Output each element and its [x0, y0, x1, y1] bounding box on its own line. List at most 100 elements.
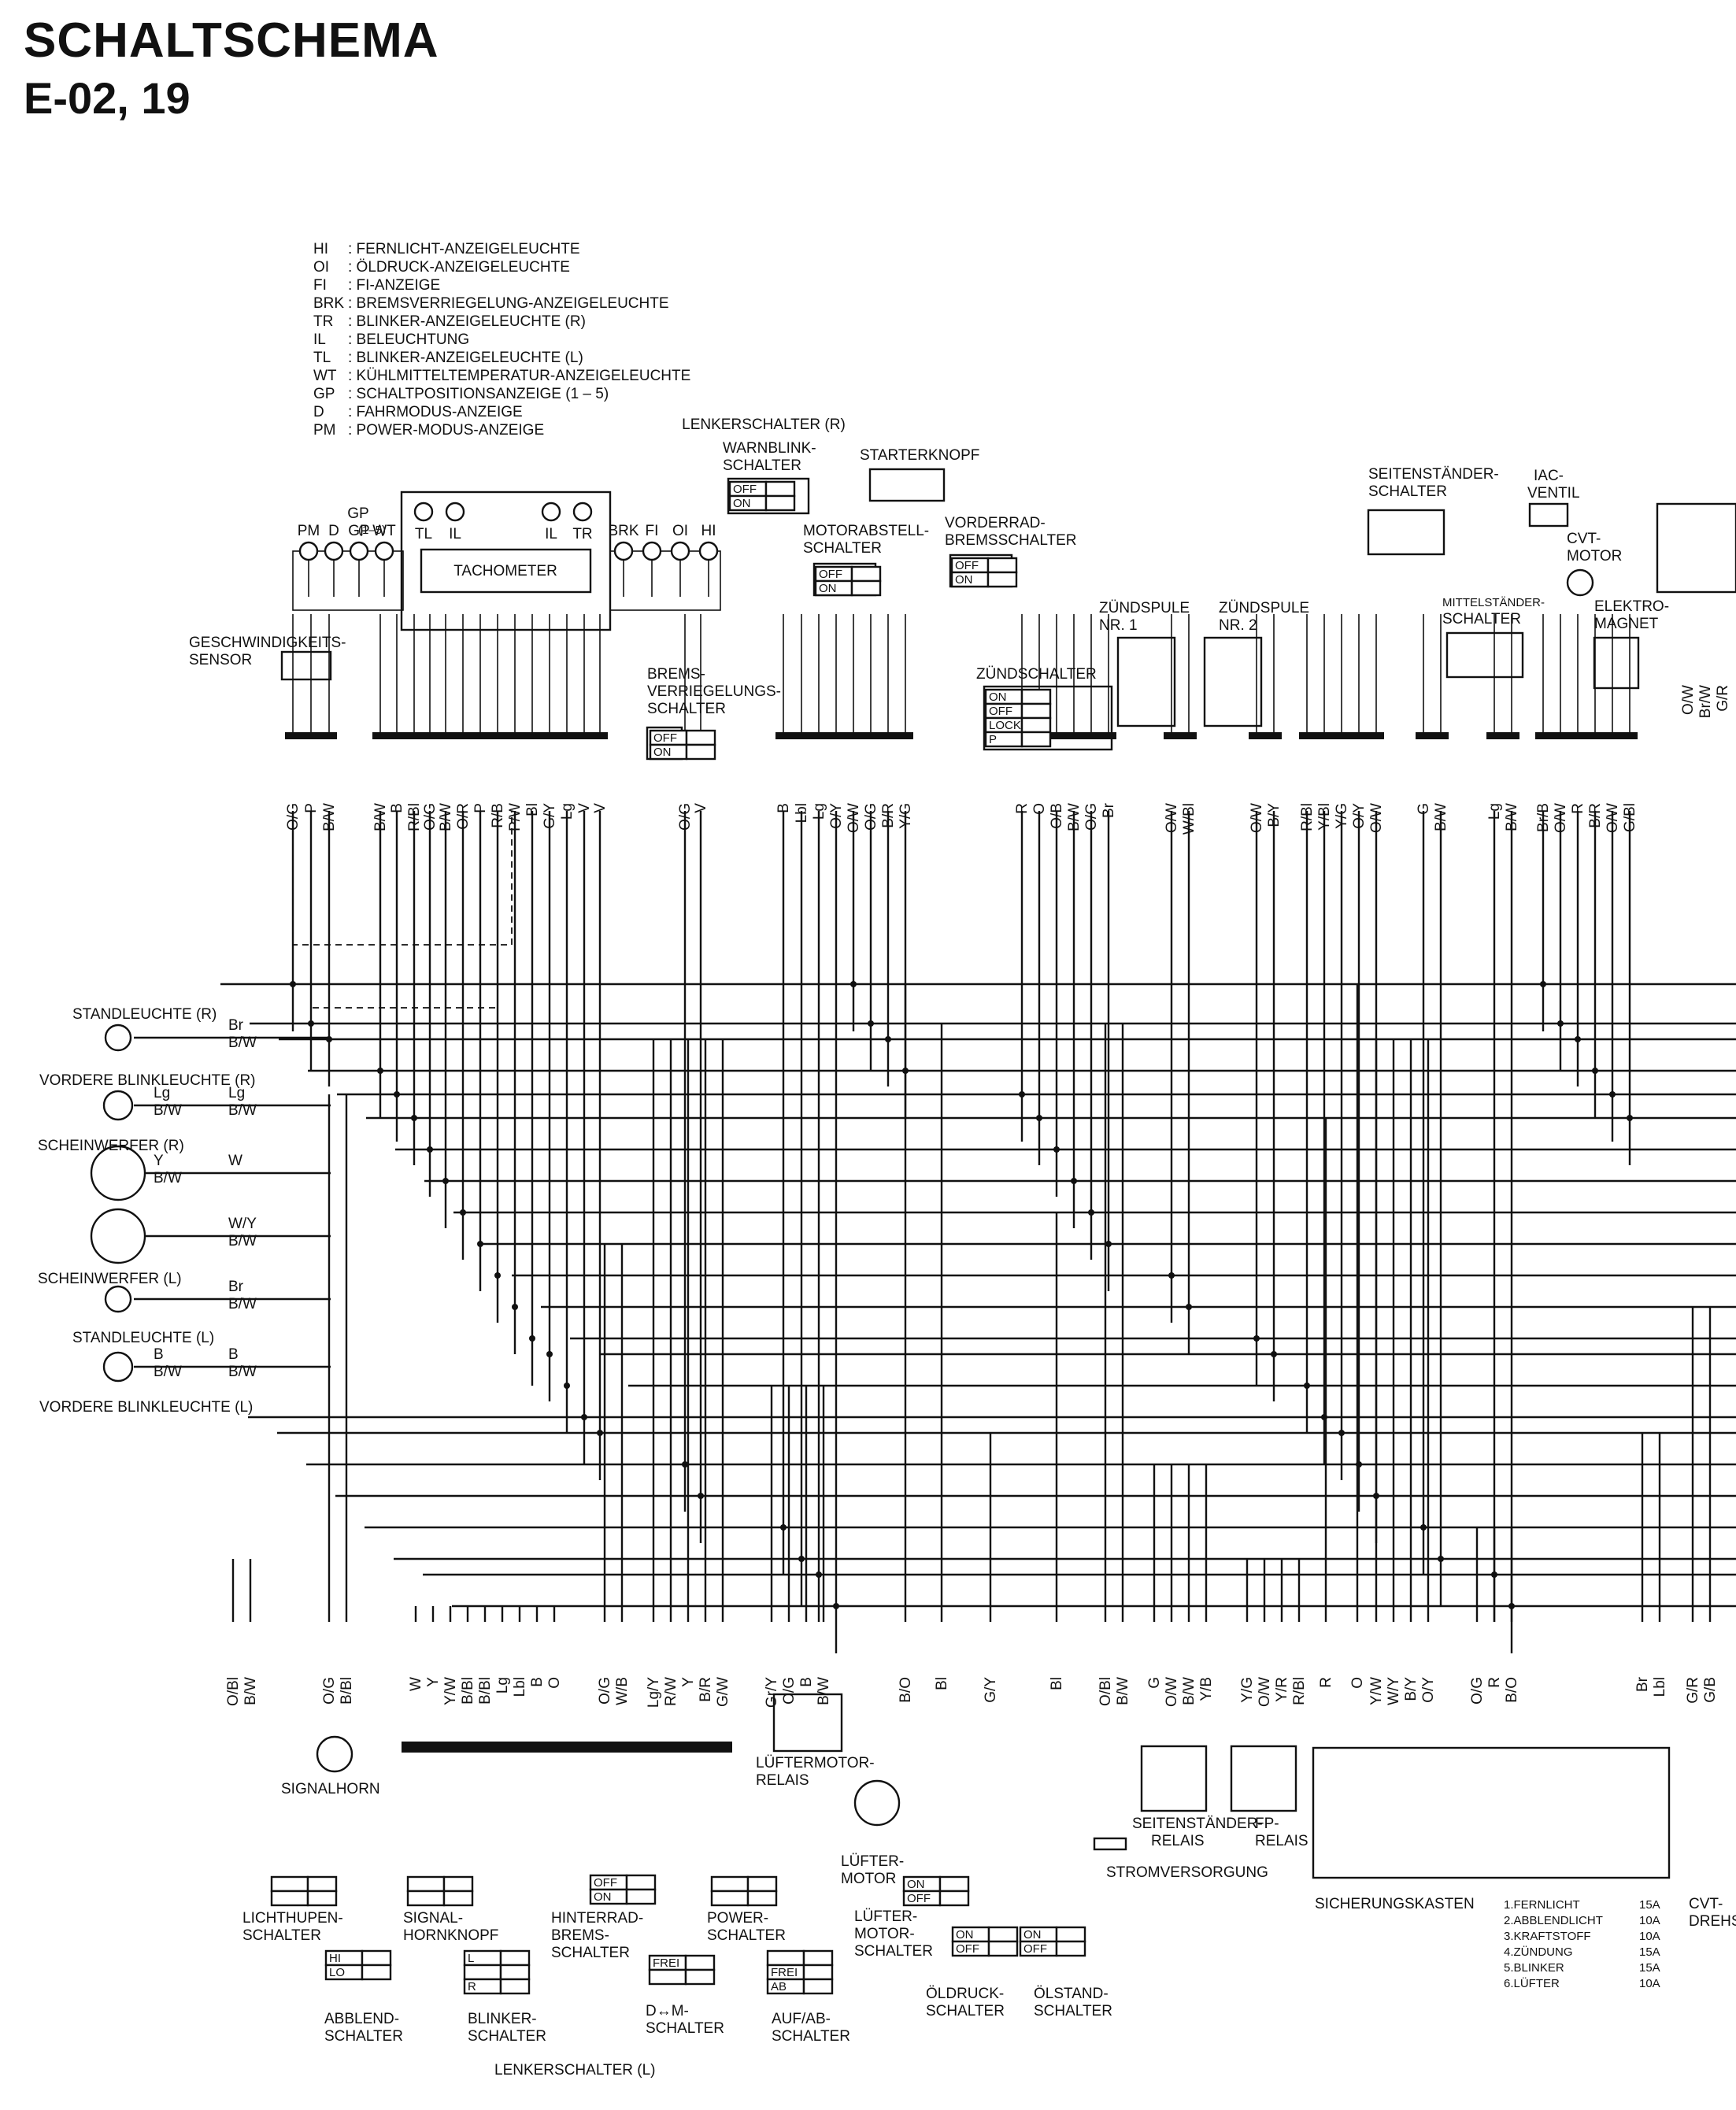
legend-text: : BLINKER-ANZEIGELEUCHTE (R)	[348, 313, 586, 330]
gauge-d	[324, 541, 344, 561]
top-wire-label: B/W	[321, 803, 338, 831]
ignition-table-cell-label: ON	[989, 690, 1007, 704]
ignition-coil-2-box	[1203, 636, 1263, 727]
top-connector-bar	[372, 732, 608, 739]
lamp-blink-vr	[102, 1090, 134, 1121]
bottom-wire-label: O/W	[1257, 1677, 1273, 1707]
tachometer-box	[420, 548, 592, 594]
label-cvt: CVT-	[1567, 531, 1601, 547]
dimmer-table-cell-label: LO	[329, 1966, 345, 1979]
gauge-top-label: TR	[572, 526, 592, 542]
junction-dot	[1438, 1556, 1444, 1562]
bottom-wire-label: B/O	[898, 1677, 914, 1703]
junction-dot	[1186, 1304, 1192, 1310]
bottom-wire-label: O	[1349, 1677, 1366, 1689]
ignition-table-cell-label: OFF	[989, 705, 1012, 718]
gp-range-label: (1–5)	[358, 524, 386, 537]
fan-switch-table-contact	[938, 1890, 970, 1907]
top-wire-label: O/G	[677, 803, 694, 831]
bottom-wire-label: O/G	[597, 1677, 613, 1705]
label-lueftersch: LÜFTER-	[854, 1908, 917, 1925]
fuse-amp: 15A	[1639, 1961, 1660, 1975]
label-signalhorn: SIGNALHORN	[281, 1781, 380, 1797]
junction-dot	[290, 981, 296, 987]
label-layer: LENKERSCHALTER (R)WARNBLINK-SCHALTERSTAR…	[38, 416, 1736, 2079]
left-handlebar-connector	[402, 1742, 732, 1753]
junction-dot	[1420, 1524, 1427, 1531]
top-wire-label: O/B	[1049, 803, 1065, 829]
tachometer-label: TACHOMETER	[453, 563, 557, 579]
fan-motor-symbol	[853, 1779, 901, 1827]
bottom-wire-label: B	[529, 1677, 546, 1687]
label-schein_r: SCHEINWERFER (R)	[38, 1138, 184, 1154]
junction-dot	[512, 1304, 518, 1310]
lamp-wire-label: W	[228, 1153, 242, 1169]
fan-relay-box	[772, 1693, 843, 1753]
top-connector-bar	[285, 732, 337, 739]
rear-brake-table-cell-label: OFF	[594, 1876, 617, 1890]
legend-text: : FERNLICHT-ANZEIGELEUCHTE	[348, 241, 580, 257]
passing-table-contact	[306, 1890, 338, 1907]
label-abblend2: SCHALTER	[324, 2028, 403, 2045]
iac-valve-box	[1528, 502, 1569, 528]
top-wire-label: Lbl	[794, 803, 810, 823]
ignition-table-cell-label: P	[989, 733, 997, 746]
top-wire-label: Br/B	[1535, 803, 1552, 832]
right-edge-label: Br/W	[1697, 685, 1714, 718]
fuse-box	[1312, 1746, 1671, 1879]
label-motorabstell2: SCHALTER	[803, 540, 882, 557]
warnblink-table-contact	[764, 494, 796, 512]
junction-dot	[394, 1091, 400, 1098]
bottom-wire-label: W/Y	[1386, 1677, 1402, 1705]
legend-text: : BREMSVERRIEGELUNG-ANZEIGELEUCHTE	[348, 295, 669, 312]
junction-dot	[581, 1414, 587, 1420]
top-wire-label: B/R	[880, 803, 897, 828]
label-bremsverr3: SCHALTER	[647, 701, 726, 717]
lamp-wire-label: Br	[228, 1279, 244, 1295]
turn-table-contact	[499, 1949, 531, 1967]
top-wire-label: O/W	[1553, 803, 1569, 833]
label-signalhk: SIGNAL-	[403, 1910, 463, 1927]
gauge-hi	[698, 541, 719, 561]
label-abblend: ABBLEND-	[324, 2011, 399, 2027]
lamp-wire-label: Lg	[228, 1085, 245, 1101]
top-wire-label: O/W	[1164, 803, 1180, 833]
brake-lock-table-cell-label: ON	[653, 746, 672, 759]
junction-dot	[597, 1430, 603, 1436]
bottom-wire-label: B/W	[242, 1677, 259, 1705]
legend-code: BRK	[313, 295, 344, 312]
top-connector-bar	[1299, 732, 1384, 739]
label-zuendspule1: ZÜNDSPULE	[1099, 600, 1190, 616]
top-wire-label: P/W	[507, 803, 524, 831]
bottom-wire-label: Lg	[494, 1677, 511, 1694]
legend-code: D	[313, 404, 324, 420]
top-wire-label: R/B	[490, 803, 506, 828]
bottom-wire-label: R/W	[663, 1677, 679, 1706]
front-brake-table-cell-label: OFF	[955, 559, 979, 572]
oil-pressure-table-contact	[987, 1926, 1019, 1943]
lamp-wire-label: B/W	[154, 1102, 182, 1119]
dimmer-table-contact	[361, 1949, 392, 1967]
legend-code: WT	[313, 368, 337, 384]
legend-code: TR	[313, 313, 333, 330]
diagram-subtitle: E-02, 19	[24, 73, 191, 123]
fuse-name: 2.ABBLENDLICHT	[1504, 1914, 1603, 1927]
top-wire-label: O/Y	[1351, 803, 1368, 829]
junction-dot	[1053, 1146, 1060, 1153]
oil-level-table-cell-label: ON	[1023, 1928, 1042, 1942]
top-wire-label: B/Y	[1266, 803, 1283, 827]
label-warnblink: WARNBLINK-	[723, 440, 816, 457]
bottom-wire-label: O	[546, 1677, 563, 1689]
lamp-schein-l	[90, 1208, 146, 1264]
top-wire-label: B/W	[372, 803, 389, 831]
bottom-wire-label: B/R	[698, 1677, 714, 1702]
lamp-wire-label: B/W	[228, 1035, 257, 1051]
top-connector-bar	[1164, 732, 1197, 739]
top-wire-label: Lg	[559, 803, 576, 820]
label-elektro2: MAGNET	[1594, 616, 1659, 632]
label-mittelst: MITTELSTÄNDER-	[1442, 596, 1545, 609]
fuse-amp: 15A	[1639, 1898, 1660, 1912]
lamp-wire-label: B/W	[154, 1170, 182, 1186]
